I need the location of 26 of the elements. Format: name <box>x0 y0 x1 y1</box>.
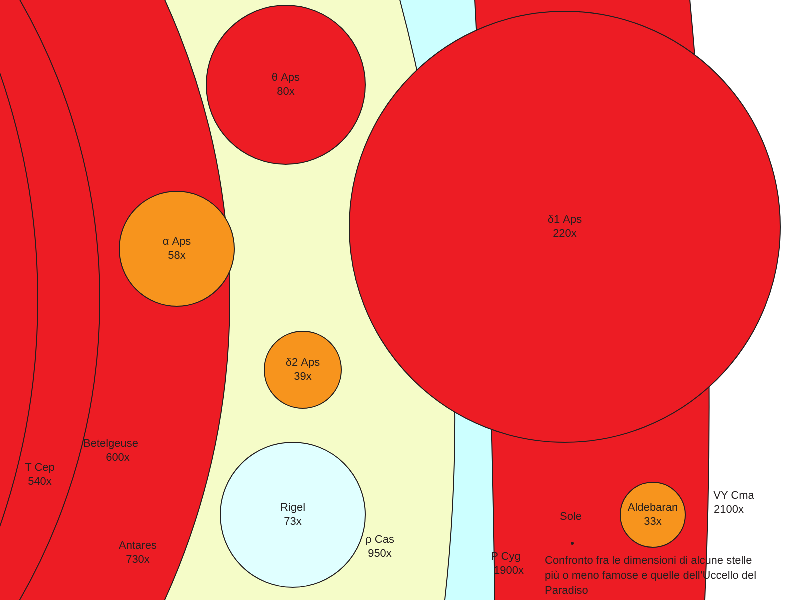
size-ratio: 39x <box>294 370 312 384</box>
star-name: Sole <box>560 510 582 524</box>
size-ratio: 1900x <box>494 564 524 578</box>
size-ratio: 220x <box>553 227 577 241</box>
star-name: T Cep <box>25 461 55 475</box>
size-ratio: 58x <box>168 249 186 263</box>
size-ratio: 950x <box>368 547 392 561</box>
size-ratio: 600x <box>106 451 130 465</box>
star-name: Aldebaran <box>628 501 678 515</box>
star-name: Antares <box>119 539 157 553</box>
size-ratio: 80x <box>277 85 295 99</box>
star-name: VY Cma <box>714 489 754 503</box>
size-ratio: 2100x <box>714 503 744 517</box>
star-name: P Cyg <box>491 550 521 564</box>
star-name: Rigel <box>280 501 306 515</box>
size-ratio: 33x <box>644 515 662 529</box>
star-name: α Aps <box>162 235 192 249</box>
star-name: δ2 Aps <box>286 356 320 370</box>
star-name: θ Aps <box>272 71 300 85</box>
star-name: ρ Cas <box>366 533 394 547</box>
star-name: Betelgeuse <box>83 437 139 451</box>
star-name: δ1 Aps <box>548 213 582 227</box>
size-ratio: 540x <box>28 475 52 489</box>
size-ratio: 73x <box>284 515 302 529</box>
sun-dot <box>570 542 574 544</box>
size-ratio: 730x <box>126 553 150 567</box>
